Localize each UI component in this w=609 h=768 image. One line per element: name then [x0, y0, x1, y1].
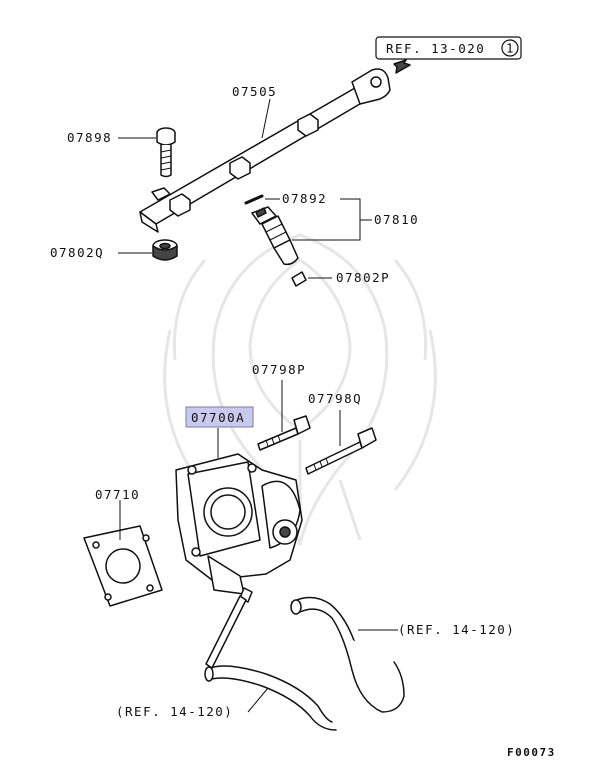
arrow-icon [393, 59, 411, 74]
ref-index-circle [501, 39, 519, 57]
label-07898[interactable]: 07898 [67, 130, 112, 145]
fuel-injector[interactable] [251, 206, 299, 266]
label-07798P[interactable]: 07798P [252, 362, 306, 377]
rail-insulator[interactable] [152, 239, 178, 261]
ref-index-number: 1 [506, 41, 515, 56]
throttle-body[interactable] [175, 453, 303, 603]
coolant-hose-left[interactable] [204, 595, 337, 731]
ref-13-020-label: REF. 13-020 [386, 41, 485, 56]
label-07505[interactable]: 07505 [232, 84, 277, 99]
label-07802P[interactable]: 07802P [336, 270, 390, 285]
figure-code: F00073 [507, 746, 556, 759]
label-07802Q[interactable]: 07802Q [50, 245, 104, 260]
bolt-07798q[interactable] [305, 427, 377, 475]
label-07710[interactable]: 07710 [95, 487, 140, 502]
bolt-07798p[interactable] [257, 415, 311, 451]
label-07810[interactable]: 07810 [374, 212, 419, 227]
ref-13-020-callout[interactable]: REF. 13-020 1 [375, 36, 522, 60]
label-07892[interactable]: 07892 [282, 191, 327, 206]
throttle-body-callout[interactable]: 07700A [185, 406, 254, 428]
highlight-box [185, 406, 254, 428]
o-ring[interactable] [244, 194, 264, 205]
label-07798Q[interactable]: 07798Q [308, 391, 362, 406]
ref-14-120-right[interactable]: (REF. 14-120) [398, 622, 515, 637]
fuel-rail[interactable] [139, 68, 391, 233]
ref-14-120-bottom[interactable]: (REF. 14-120) [116, 704, 233, 719]
rail-bolt[interactable] [156, 127, 176, 178]
ref-box-outline [375, 36, 522, 60]
label-07700A: 07700A [191, 410, 245, 425]
leader-ref-bottom [247, 687, 269, 713]
watermark-emblem [163, 233, 437, 546]
coolant-hose-right[interactable] [290, 596, 405, 713]
leader-07505 [261, 98, 271, 139]
injector-insulator[interactable] [291, 271, 307, 287]
throttle-gasket[interactable] [83, 525, 163, 607]
